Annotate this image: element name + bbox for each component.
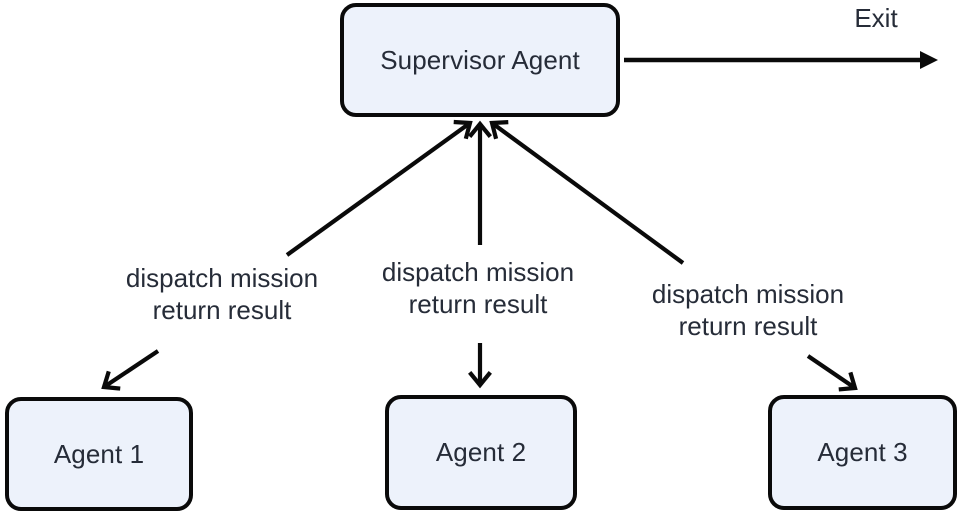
node-agent-2: Agent 2 xyxy=(385,395,577,510)
edge-label-agent3: dispatch mission return result xyxy=(651,279,845,341)
arrow-supervisor-to-agent3 xyxy=(806,354,858,392)
edge-label-agent2: dispatch mission return result xyxy=(381,257,575,319)
arrow-supervisor-to-agent1 xyxy=(101,349,160,391)
node-agent-2-label: Agent 2 xyxy=(435,437,527,467)
edge-label-exit: Exit xyxy=(854,3,898,33)
arrow-agent3-to-supervisor xyxy=(489,120,685,265)
node-supervisor-label: Supervisor Agent xyxy=(380,44,580,75)
node-agent-1-label: Agent 1 xyxy=(53,438,145,469)
node-agent-3-label: Agent 3 xyxy=(817,437,908,467)
node-supervisor-agent: Supervisor Agent xyxy=(340,3,620,117)
node-agent-3: Agent 3 xyxy=(768,395,957,510)
node-agent-1: Agent 1 xyxy=(5,397,193,511)
edge-label-agent1: dispatch mission return result xyxy=(125,263,319,325)
arrow-agent1-to-supervisor xyxy=(285,119,473,257)
